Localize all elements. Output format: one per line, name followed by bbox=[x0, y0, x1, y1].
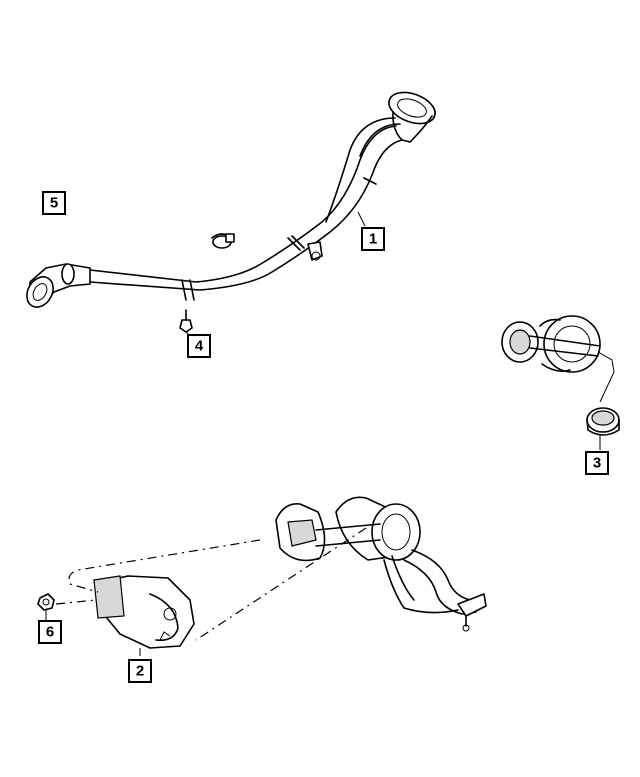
svg-text:5: 5 bbox=[50, 195, 58, 212]
callout-1: 1 bbox=[361, 227, 385, 251]
svg-text:1: 1 bbox=[369, 231, 377, 248]
fuel-door-assembly bbox=[501, 315, 620, 436]
lower-filler-assembly bbox=[275, 496, 487, 632]
callout-5: 5 bbox=[42, 191, 66, 215]
dash-line-lower bbox=[195, 527, 367, 641]
callout-3: 3 bbox=[585, 451, 609, 475]
svg-text:6: 6 bbox=[46, 624, 54, 641]
dash-line-upper bbox=[68, 539, 261, 593]
callout-2: 2 bbox=[128, 659, 152, 683]
callout-4: 4 bbox=[187, 334, 211, 358]
dash-line-bolt bbox=[55, 599, 97, 605]
filler-tube bbox=[26, 91, 436, 308]
nut-6 bbox=[37, 593, 55, 620]
svg-text:4: 4 bbox=[195, 338, 204, 355]
leader-1 bbox=[357, 211, 366, 227]
callout-6: 6 bbox=[38, 620, 62, 644]
svg-text:2: 2 bbox=[136, 663, 144, 680]
hose-clamp bbox=[211, 233, 235, 249]
svg-text:3: 3 bbox=[593, 455, 601, 472]
fuel-door-housing bbox=[93, 575, 195, 649]
